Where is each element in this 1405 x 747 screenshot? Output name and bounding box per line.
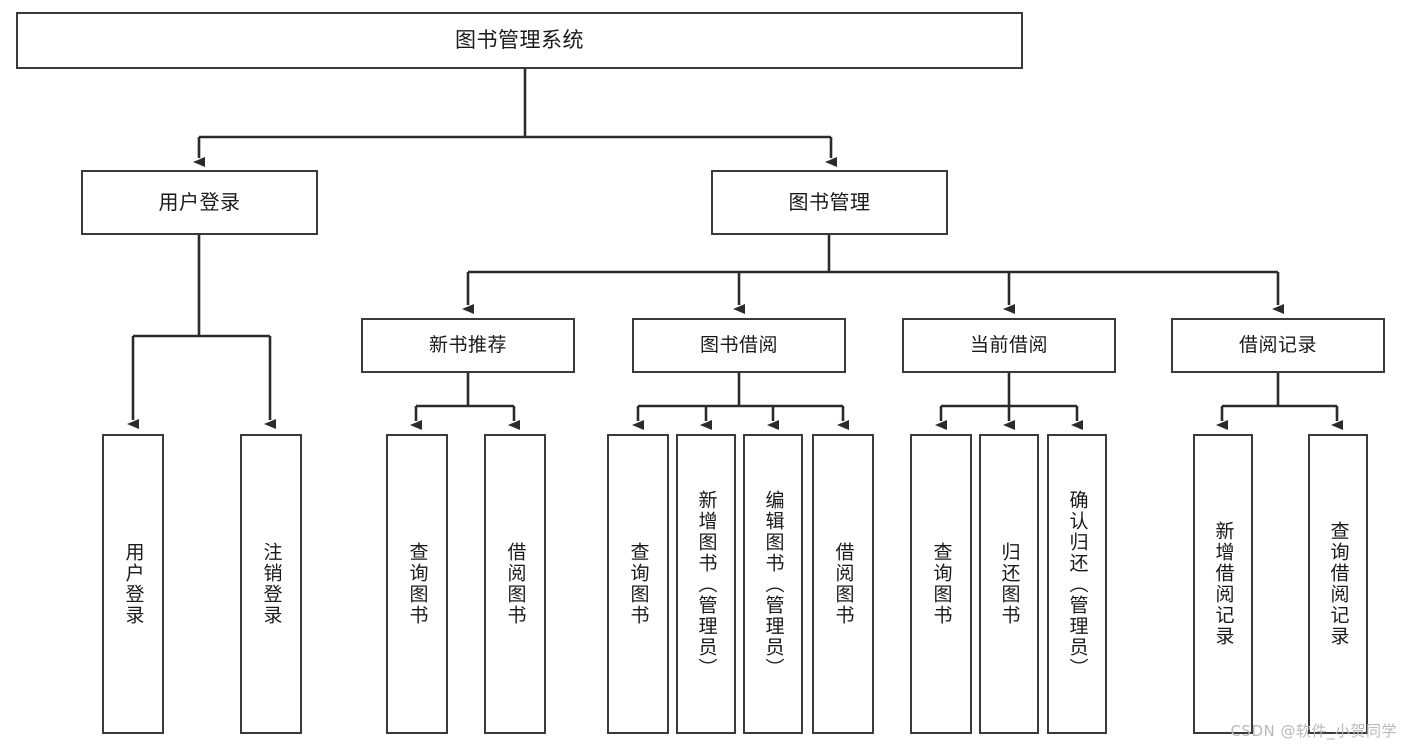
node-label: 借阅图书 <box>504 542 527 626</box>
node-label: 查询图书 <box>627 542 650 626</box>
node-label: 借阅图书 <box>832 542 855 626</box>
node-leaf-user-logout[interactable]: 注销登录 <box>240 434 302 734</box>
csdn-watermark: CSDN @软件_小贺同学 <box>1230 722 1397 740</box>
node-label: 新增借阅记录 <box>1212 521 1235 647</box>
node-label: 当前借阅 <box>969 334 1048 357</box>
node-label: 图书借阅 <box>699 334 778 357</box>
node-label: 查询借阅记录 <box>1327 521 1350 647</box>
node-label: 图书管理系统 <box>455 28 584 53</box>
node-label: 注销登录 <box>260 542 283 626</box>
node-label: 新书推荐 <box>428 334 507 357</box>
node-leaf-edit-book-admin[interactable]: 编辑图书（管理员） <box>743 434 803 734</box>
node-leaf-borrow-book[interactable]: 借阅图书 <box>812 434 874 734</box>
node-book-borrow[interactable]: 图书借阅 <box>632 318 846 373</box>
node-new-book-recommend[interactable]: 新书推荐 <box>361 318 575 373</box>
node-leaf-borrow-book-recommend[interactable]: 借阅图书 <box>484 434 546 734</box>
node-leaf-query-book-borrow[interactable]: 查询图书 <box>607 434 669 734</box>
node-leaf-add-borrow-record[interactable]: 新增借阅记录 <box>1193 434 1253 734</box>
node-label: 新增图书（管理员） <box>695 489 718 679</box>
node-leaf-query-borrow-record[interactable]: 查询借阅记录 <box>1308 434 1368 734</box>
node-borrow-record[interactable]: 借阅记录 <box>1171 318 1385 373</box>
node-label: 查询图书 <box>406 542 429 626</box>
node-label: 确认归还（管理员） <box>1066 489 1089 679</box>
node-leaf-user-login[interactable]: 用户登录 <box>102 434 164 734</box>
node-label: 归还图书 <box>998 542 1021 626</box>
node-current-borrow[interactable]: 当前借阅 <box>902 318 1116 373</box>
node-leaf-return-book[interactable]: 归还图书 <box>979 434 1039 734</box>
node-label: 用户登录 <box>158 189 241 214</box>
node-label: 编辑图书（管理员） <box>762 489 785 679</box>
node-leaf-query-book-current[interactable]: 查询图书 <box>910 434 972 734</box>
node-root-book-management-system[interactable]: 图书管理系统 <box>16 12 1023 69</box>
node-book-management[interactable]: 图书管理 <box>711 170 948 235</box>
node-label: 用户登录 <box>122 542 145 626</box>
node-leaf-query-book-recommend[interactable]: 查询图书 <box>386 434 448 734</box>
node-label: 查询图书 <box>930 542 953 626</box>
node-label: 借阅记录 <box>1238 334 1317 357</box>
node-leaf-confirm-return-admin[interactable]: 确认归还（管理员） <box>1047 434 1107 734</box>
node-leaf-add-book-admin[interactable]: 新增图书（管理员） <box>676 434 736 734</box>
node-label: 图书管理 <box>788 189 871 214</box>
node-user-login[interactable]: 用户登录 <box>81 170 318 235</box>
